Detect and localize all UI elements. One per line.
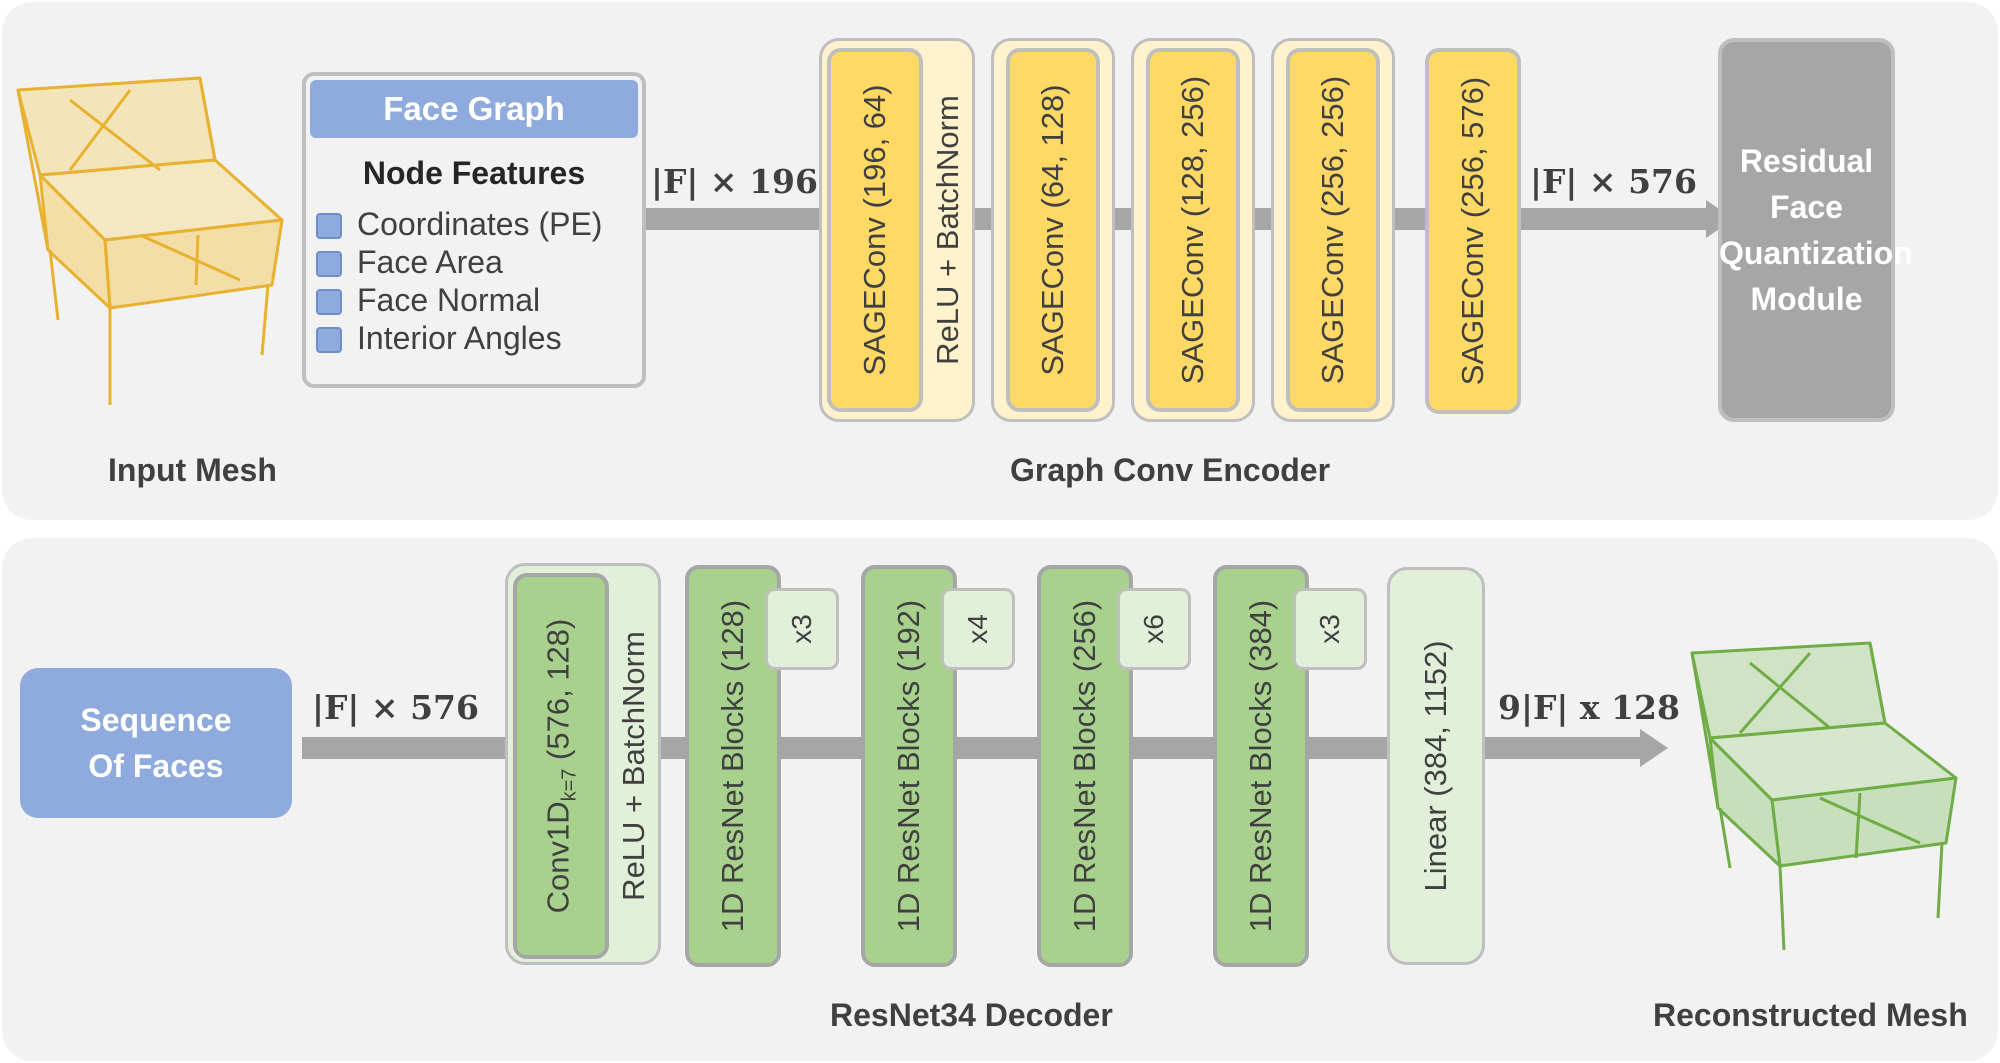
resnet-block-label: 1D ResNet Blocks (192) (891, 599, 926, 933)
sageconv-label: SAGEConv (256, 256) (1315, 75, 1350, 385)
sageconv-label: SAGEConv (128, 256) (1175, 75, 1210, 385)
repeat-count: x3 (786, 614, 817, 644)
relu-batchnorm-label: ReLU + BatchNorm (930, 95, 965, 365)
repeat-badge: x3 (1293, 588, 1367, 670)
repeat-count: x3 (1314, 614, 1345, 644)
sageconv-block-2: SAGEConv (64, 128) (1006, 48, 1100, 412)
reconstructed-mesh-image (1690, 641, 1958, 951)
resnet-block-label: 1D ResNet Blocks (128) (715, 599, 750, 933)
decoder-output-dim: 9|F| x 128 (1498, 688, 1680, 727)
conv1d-kernel: k=7 (558, 768, 581, 802)
sageconv-block-4: SAGEConv (256, 256) (1286, 48, 1380, 412)
resnet-block-label: 1D ResNet Blocks (384) (1243, 599, 1278, 933)
feature-square (316, 289, 342, 315)
residual-face-quantization-module: Residual Face Quantization Module (1718, 38, 1913, 422)
sageconv-block-5: SAGEConv (256, 576) (1425, 48, 1521, 414)
sageconv-label: SAGEConv (64, 128) (1035, 84, 1070, 376)
conv1d-label: Conv1Dk=7 (576, 128) (540, 619, 581, 914)
conv1d-block: Conv1Dk=7 (576, 128) (513, 573, 609, 959)
quantization-module-label: Residual Face Quantization Module (1719, 143, 1913, 317)
linear-layer: Linear (384, 1152) (1387, 567, 1485, 965)
sequence-of-faces-box: Sequence Of Faces (20, 668, 292, 818)
relu-batchnorm-label: ReLU + BatchNorm (616, 631, 651, 901)
input-mesh-caption: Input Mesh (108, 452, 277, 488)
feature-label: Coordinates (PE) (357, 206, 603, 242)
repeat-count: x4 (962, 614, 993, 644)
face-graph-title-text: Face Graph (383, 90, 565, 127)
feature-square (316, 251, 342, 277)
encoder-caption: Graph Conv Encoder (1010, 452, 1331, 488)
decoder-arrow-head (1640, 729, 1668, 767)
reconstructed-mesh-caption: Reconstructed Mesh (1653, 997, 1968, 1033)
repeat-badge: x4 (941, 588, 1015, 670)
feature-label: Interior Angles (357, 320, 562, 356)
sageconv-block-3: SAGEConv (128, 256) (1146, 48, 1240, 412)
encoder-input-dim: |F| × 196 (651, 162, 818, 201)
node-features-heading: Node Features (362, 155, 586, 191)
feature-label: Face Normal (357, 282, 541, 318)
feature-label: Face Area (357, 244, 503, 280)
linear-label: Linear (384, 1152) (1418, 640, 1453, 892)
conv-norm-block: ReLU + BatchNorm (609, 573, 659, 959)
feature-square (316, 213, 342, 239)
encoder-output-dim: |F| × 576 (1530, 162, 1697, 201)
sequence-of-faces-label: Sequence Of Faces (80, 702, 232, 784)
feature-square (316, 327, 342, 353)
conv1d-prefix: Conv1D (540, 801, 576, 914)
repeat-badge: x6 (1117, 588, 1191, 670)
norm-block-1: ReLU + BatchNorm (923, 48, 973, 412)
conv1d-suffix: (576, 128) (540, 618, 576, 769)
resnet-block-label: 1D ResNet Blocks (256) (1067, 599, 1102, 933)
face-graph-title: Face Graph (310, 80, 638, 138)
sageconv-label: SAGEConv (196, 64) (857, 84, 892, 376)
sageconv-label: SAGEConv (256, 576) (1455, 76, 1490, 386)
decoder-input-dim: |F| × 576 (312, 688, 479, 727)
sageconv-block-1: SAGEConv (196, 64) (827, 48, 923, 412)
repeat-badge: x3 (765, 588, 839, 670)
decoder-caption: ResNet34 Decoder (830, 997, 1113, 1033)
input-mesh-image (16, 76, 284, 405)
repeat-count: x6 (1138, 614, 1169, 644)
